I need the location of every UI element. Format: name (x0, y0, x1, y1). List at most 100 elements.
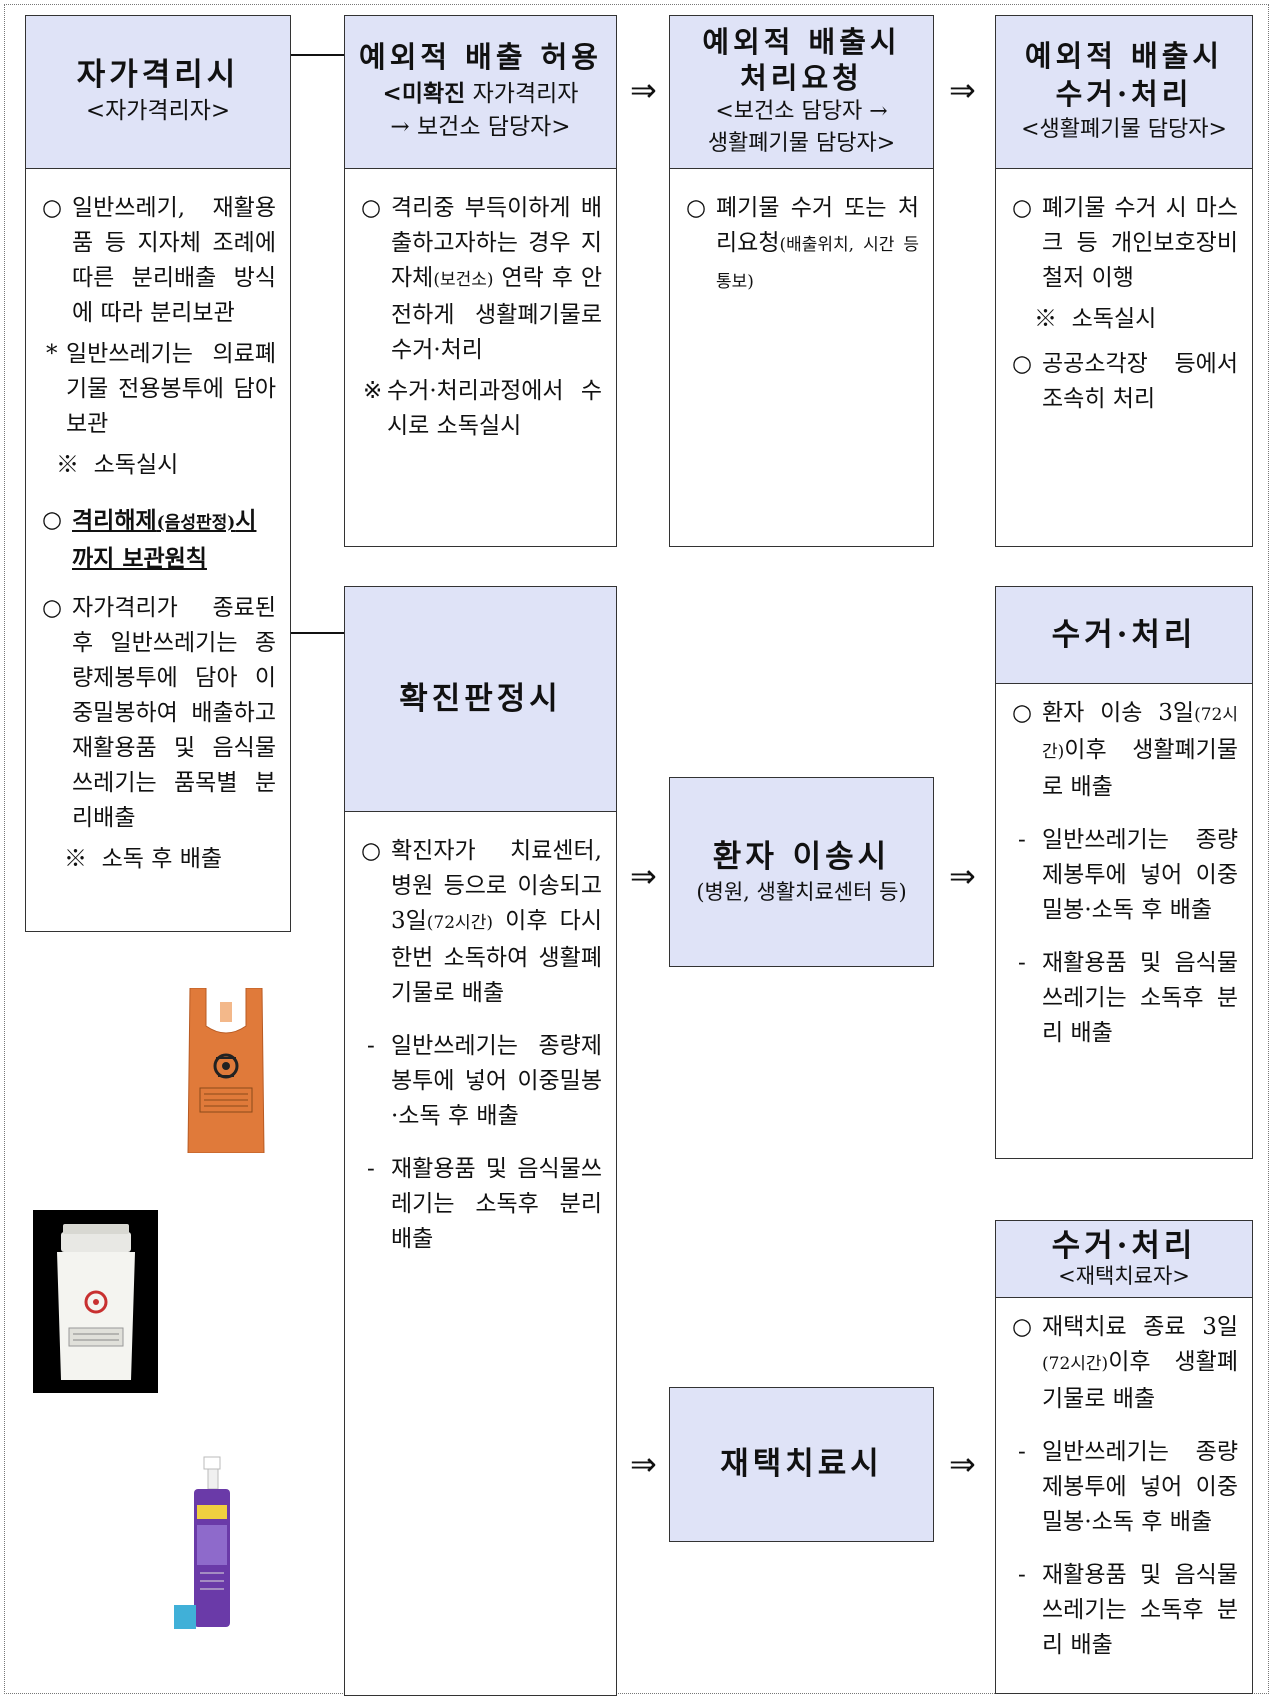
item-small-text: (72시간) (1042, 705, 1238, 762)
collect-header: 수거·처리 (996, 587, 1252, 684)
circle-marker: ○ (686, 195, 707, 221)
dash-marker: - (1018, 1439, 1026, 1465)
ref-marker: ※ (1034, 306, 1057, 332)
note-text: 소독실시 (1071, 306, 1157, 332)
list-item: -일반쓰레기는 종량제봉투에 넣어 이중밀봉·소독 후 배출 (1008, 1435, 1238, 1540)
exception-allow-header: 예외적 배출 허용 <미확진 자가격리자 → 보건소 담당자> (345, 16, 616, 169)
dash-marker: - (1018, 950, 1026, 976)
item-text: 환자 이송 3일 (1042, 700, 1195, 726)
exception-allow-subtitle: <미확진 자가격리자 (383, 77, 579, 111)
arrow-icon: ⇒ (949, 1445, 976, 1483)
exception-collect-box: 예외적 배출시 수거·처리 <생활폐기물 담당자> ○폐기물 수거 시 마스크 … (995, 15, 1253, 547)
exception-request-title2: 처리요청 (740, 61, 863, 96)
item-text: 시까지 보관원칙 (72, 507, 257, 572)
home-collect-body: ○재택치료 종료 3일(72시간)이후 생활폐기물로 배출 -일반쓰레기는 종량… (996, 1298, 1252, 1693)
circle-marker: ○ (1012, 1314, 1033, 1340)
item-text: 재활용품 및 음식물쓰레기는 소독후 분리 배출 (391, 1156, 602, 1252)
exception-allow-subtitle2: → 보건소 담당자> (390, 114, 571, 141)
arrow-icon: ⇒ (630, 71, 657, 109)
list-item: ○ 폐기물 수거 또는 처리요청(배출위치, 시간 등 통보) (682, 191, 919, 300)
list-item: ○ 확진자가 치료센터, 병원 등으로 이송되고 3일(72시간) 이후 다시 한… (357, 834, 602, 1011)
patient-transfer-box: 환자 이송시 (병원, 생활치료센터 등) (669, 777, 934, 967)
item-text: 일반쓰레기, 재활용품 등 지자체 조례에 따른 분리배출 방식에 따라 분리보… (72, 195, 276, 326)
exception-collect-subtitle: <생활폐기물 담당자> (1021, 116, 1227, 142)
item-text: 재활용품 및 음식물쓰레기는 소독후 분리 배출 (1042, 950, 1238, 1046)
circle-marker: ○ (361, 195, 382, 221)
item-small-text: (보건소) (433, 270, 494, 290)
subtitle-bold: <미확진 (382, 80, 466, 107)
exception-request-title1: 예외적 배출시 (702, 24, 901, 59)
subtitle-text: 자가격리자 (465, 81, 579, 107)
self-quarantine-subtitle: <자가격리자> (85, 98, 231, 125)
item-small-text: (72시간) (1042, 1354, 1109, 1374)
item-small-text: (음성판정) (156, 513, 236, 533)
item-text: 격리해제 (72, 507, 157, 534)
item-text: 이후 생활폐기물로 배출 (1042, 737, 1238, 800)
list-item: *일반쓰레기는 의료폐기물 전용봉투에 담아 보관 (38, 337, 276, 442)
circle-marker: ○ (42, 195, 63, 221)
ref-marker: ※ (64, 846, 87, 872)
item-text: 이후 생활폐기물로 배출 (1042, 1349, 1238, 1412)
list-item: -재활용품 및 음식물쓰레기는 소독후 분리 배출 (357, 1152, 602, 1257)
exception-collect-header: 예외적 배출시 수거·처리 <생활폐기물 담당자> (996, 16, 1252, 169)
ref-marker: ※ (56, 452, 79, 478)
circle-marker: ○ (361, 838, 382, 864)
arrow-icon: ⇒ (630, 1445, 657, 1483)
list-item: ○ 환자 이송 3일(72시간)이후 생활폐기물로 배출 (1008, 696, 1238, 805)
dash-marker: - (1018, 1562, 1026, 1588)
arrow-icon: ⇒ (949, 857, 976, 895)
home-treatment-box: 재택치료시 (669, 1387, 934, 1542)
dash-marker: - (1018, 827, 1026, 853)
home-collect-box: 수거·처리 <재택치료자> ○재택치료 종료 3일(72시간)이후 생활폐기물로… (995, 1220, 1253, 1694)
ref-marker: ※ (363, 378, 383, 404)
exception-request-subtitle2: 생활폐기물 담당자> (707, 131, 896, 157)
home-treatment-title: 재택치료시 (720, 1446, 883, 1483)
collect-box: 수거·처리 ○ 환자 이송 3일(72시간)이후 생활폐기물로 배출 -일반쓰레기… (995, 586, 1253, 1159)
self-quarantine-box: 자가격리시 <자가격리자> ○ 일반쓰레기, 재활용품 등 지자체 조례에 따른 … (25, 15, 291, 932)
connector-line (291, 54, 344, 56)
list-item: ○폐기물 수거 시 마스크 등 개인보호장비 철저 이행 (1008, 191, 1238, 296)
self-quarantine-header: 자가격리시 <자가격리자> (26, 16, 290, 169)
note-text: 소독실시 (93, 452, 179, 478)
home-collect-title: 수거·처리 (1051, 1227, 1197, 1264)
exception-collect-title2: 수거·처리 (1055, 77, 1193, 112)
item-text: 폐기물 수거 또는 처리요청 (716, 195, 919, 256)
home-collect-header: 수거·처리 <재택치료자> (996, 1221, 1252, 1298)
home-collect-subtitle: <재택치료자> (1058, 1264, 1190, 1289)
self-quarantine-body: ○ 일반쓰레기, 재활용품 등 지자체 조례에 따른 분리배출 방식에 따라 분리… (26, 169, 290, 931)
list-item: ○ 일반쓰레기, 재활용품 등 지자체 조례에 따른 분리배출 방식에 따라 분리… (38, 191, 276, 331)
item-text: 이후 다시 한번 소독하여 생활폐기물로 배출 (391, 908, 602, 1006)
item-text: 재활용품 및 음식물쓰레기는 소독후 분리 배출 (1042, 1562, 1238, 1658)
item-small-text: (배출위치, 시간 등 통보) (716, 235, 919, 292)
note: ※ 소독실시 (1034, 302, 1238, 337)
item-text: 확진자가 치료센터, 병원 등으로 이송되고 3일 (391, 838, 602, 934)
list-item: -일반쓰레기는 종량제봉투에 넣어 이중밀봉·소독 후 배출 (1008, 823, 1238, 928)
item-text: 자가격리가 종료된 후 일반쓰레기는 종량제봉투에 담아 이중밀봉하여 배출하고… (72, 595, 276, 831)
item-text: 격리중 부득이하게 배출하고자하는 경우 지자체 (391, 195, 602, 291)
page-frame (4, 4, 1269, 1694)
confirmed-box: 확진판정시 ○ 확진자가 치료센터, 병원 등으로 이송되고 3일(72시간) 이… (344, 586, 617, 1696)
exception-request-header: 예외적 배출시 처리요청 <보건소 담당자 → 생활폐기물 담당자> (670, 16, 933, 169)
exception-allow-body: ○격리중 부득이하게 배출하고자하는 경우 지자체(보건소) 연락 후 안전하게… (345, 169, 616, 546)
list-item: -재활용품 및 음식물쓰레기는 소독후 분리 배출 (1008, 946, 1238, 1051)
exception-request-box: 예외적 배출시 처리요청 <보건소 담당자 → 생활폐기물 담당자> ○ 폐기물 … (669, 15, 934, 547)
self-quarantine-title: 자가격리시 (76, 57, 240, 94)
exception-collect-title1: 예외적 배출시 (1024, 39, 1224, 74)
item-text: 폐기물 수거 시 마스크 등 개인보호장비 철저 이행 (1042, 195, 1238, 291)
arrow-icon: ⇒ (949, 71, 976, 109)
collect-body: ○ 환자 이송 3일(72시간)이후 생활폐기물로 배출 -일반쓰레기는 종량제봉… (996, 684, 1252, 1158)
disinfectant-spray-icon (174, 1456, 230, 1629)
patient-transfer-header: 환자 이송시 (병원, 생활치료센터 등) (670, 778, 933, 966)
exception-allow-title: 예외적 배출 허용 (359, 40, 602, 75)
connector-line (291, 632, 344, 634)
circle-marker: ○ (1012, 351, 1033, 377)
collect-title: 수거·처리 (1051, 616, 1197, 653)
item-text: 일반쓰레기는 종량제봉투에 넣어 이중밀봉·소독 후 배출 (391, 1033, 602, 1129)
note: ※ 소독실시 (56, 448, 276, 483)
item-text: 수거·처리과정에서 수시로 소독실시 (387, 378, 602, 439)
confirmed-header: 확진판정시 (345, 587, 616, 812)
note: ※ 소독 후 배출 (64, 842, 276, 877)
biohazard-bag-icon (187, 988, 265, 1153)
circle-marker: ○ (1012, 700, 1033, 726)
item-small-text: (72시간) (426, 913, 493, 933)
